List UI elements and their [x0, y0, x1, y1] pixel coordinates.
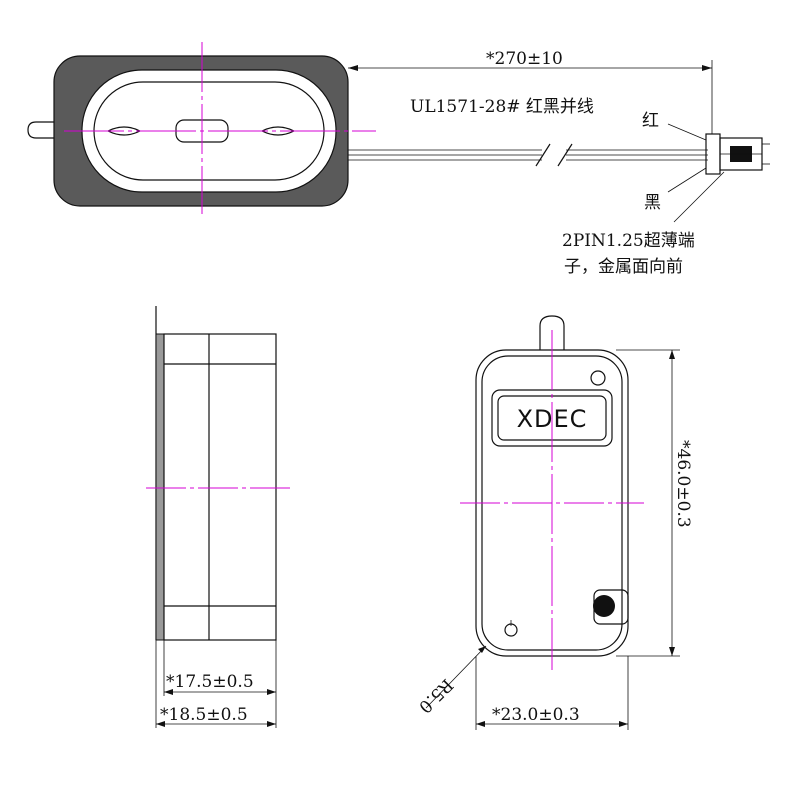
side-body: [163, 333, 277, 641]
connector-leader: [673, 171, 725, 223]
radius-dimension: R5.0: [414, 674, 456, 716]
side-view: *17.5±0.5 *18.5±0.5: [146, 306, 292, 728]
connector: [705, 133, 770, 175]
black-wire-label: 黑: [644, 193, 661, 213]
outer-width-dimension: *18.5±0.5: [160, 705, 248, 725]
connector-note-2: 子，金属面向前: [564, 257, 683, 277]
width-dim-arrow-left: [476, 721, 485, 727]
red-wire-label: 红: [642, 111, 659, 131]
width-dimension: *23.0±0.3: [492, 705, 580, 725]
top-view: *270±10 UL1571-28# 红黑并线 红 黑 2PIN1.25超薄端 …: [27, 42, 770, 277]
inner-width-dimension: *17.5±0.5: [166, 672, 254, 692]
front-mount-tab: [539, 315, 565, 350]
height-dimension: *46.0±0.3: [673, 440, 693, 528]
length-dimension: *270±10: [486, 49, 563, 69]
cable-break-1: [535, 143, 551, 167]
outer-dim-arrow-right: [267, 721, 276, 727]
length-dim-arrow-left: [348, 65, 358, 71]
side-back-plate: [155, 333, 165, 641]
length-dim-arrow-right: [702, 65, 712, 71]
inner-dim-arrow-right: [267, 689, 276, 695]
cable-spec-label: UL1571-28# 红黑并线: [410, 97, 594, 117]
radius-arrow: [478, 646, 486, 653]
width-dim-arrow-right: [619, 721, 628, 727]
radius-leader: [425, 645, 487, 709]
red-wire-leader: [667, 123, 707, 141]
cable-exit-dot: [593, 595, 615, 617]
black-wire-leader: [667, 167, 707, 193]
connector-note-1: 2PIN1.25超薄端: [562, 231, 695, 251]
inner-dim-arrow-left: [164, 689, 173, 695]
height-dim-arrow-bottom: [669, 647, 675, 656]
cable-break-2: [557, 143, 573, 167]
top-right-hole: [590, 370, 606, 386]
front-view: XDEC *46.0±0.3 *23.0±0.3 R5.0: [414, 315, 693, 730]
outer-dim-arrow-left: [156, 721, 165, 727]
height-dim-arrow-top: [669, 350, 675, 359]
mounting-tab: [27, 121, 58, 139]
